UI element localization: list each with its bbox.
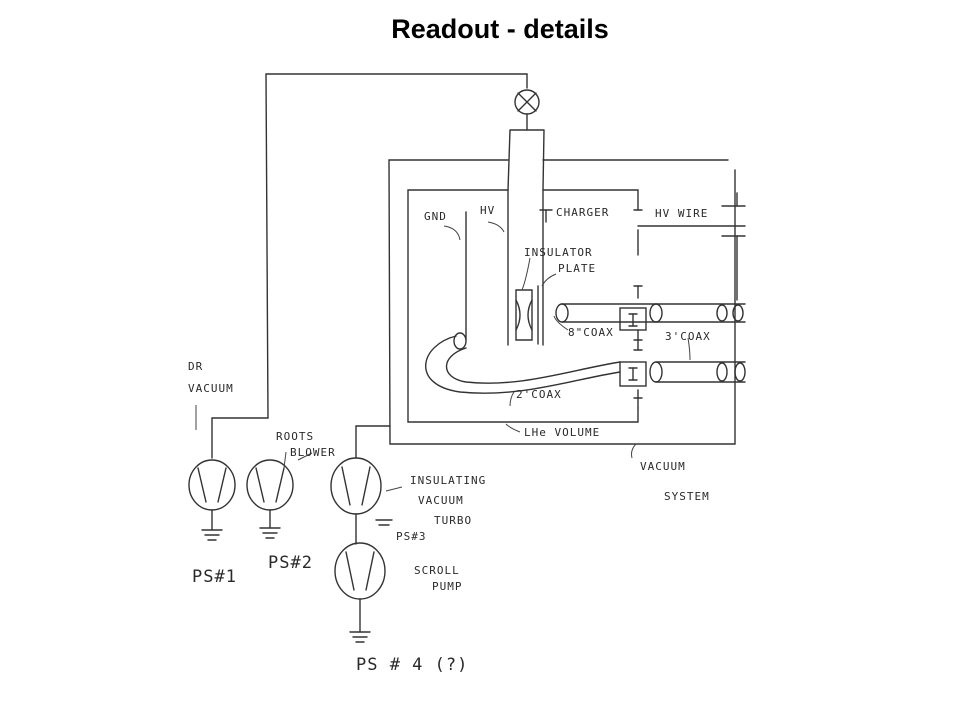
insulating-line (355, 425, 391, 459)
feedthrough-1 (619, 307, 647, 331)
coax-2ft (425, 332, 621, 394)
ground-icon (259, 509, 281, 539)
label-lhe-volume: LHe VOLUME (524, 426, 600, 439)
label-insulating-vacuum: VACUUM (418, 494, 464, 507)
label-ps3: PS#3 (396, 530, 427, 543)
ground-icon (201, 509, 223, 541)
label-gnd: GND (424, 210, 447, 223)
insulating-vacuum-turbo (330, 457, 382, 515)
label-system: SYSTEM (664, 490, 710, 503)
lhe-volume-box (407, 189, 639, 423)
label-insulator: INSULATOR (524, 246, 593, 259)
label-hv-wire: HV WIRE (655, 207, 708, 220)
dr-vacuum-pump (188, 459, 236, 511)
label-dr-vacuum: VACUUM (188, 382, 234, 395)
label-dr: DR (188, 360, 203, 373)
label-ps2: PS#2 (268, 553, 313, 573)
label-ps4: PS # 4 (?) (356, 655, 468, 675)
scroll-pump (334, 542, 386, 600)
label-coax-2ft: 2'COAX (516, 388, 562, 401)
label-insulating: INSULATING (410, 474, 486, 487)
valve-icon (514, 89, 540, 115)
label-turbo: TURBO (434, 514, 472, 527)
label-roots: ROOTS (276, 430, 314, 443)
label-charger: CHARGER (556, 206, 609, 219)
label-pump: PUMP (432, 580, 463, 593)
label-coax-3ft: 3'COAX (665, 330, 711, 343)
roots-blower-pump (246, 459, 294, 511)
dr-vacuum-line (211, 417, 269, 459)
slide-title: Readout - details (391, 14, 609, 44)
pumping-stem (507, 129, 545, 191)
label-blower: BLOWER (290, 446, 336, 459)
ground-icon (375, 519, 393, 526)
label-vacuum: VACUUM (640, 460, 686, 473)
coax-3ft-upper (655, 303, 746, 323)
label-hv: HV (480, 204, 495, 217)
coax-3ft-lower (655, 361, 746, 383)
label-scroll: SCROLL (414, 564, 460, 577)
ground-icon (349, 598, 371, 643)
pumping-line-top (265, 73, 528, 419)
label-plate: PLATE (558, 262, 596, 275)
insulator-plate (515, 285, 539, 345)
coax-8in (555, 303, 663, 323)
label-ps1: PS#1 (192, 567, 237, 587)
vacuum-system-box (388, 159, 736, 445)
label-coax-8in: 8"COAX (568, 326, 614, 339)
